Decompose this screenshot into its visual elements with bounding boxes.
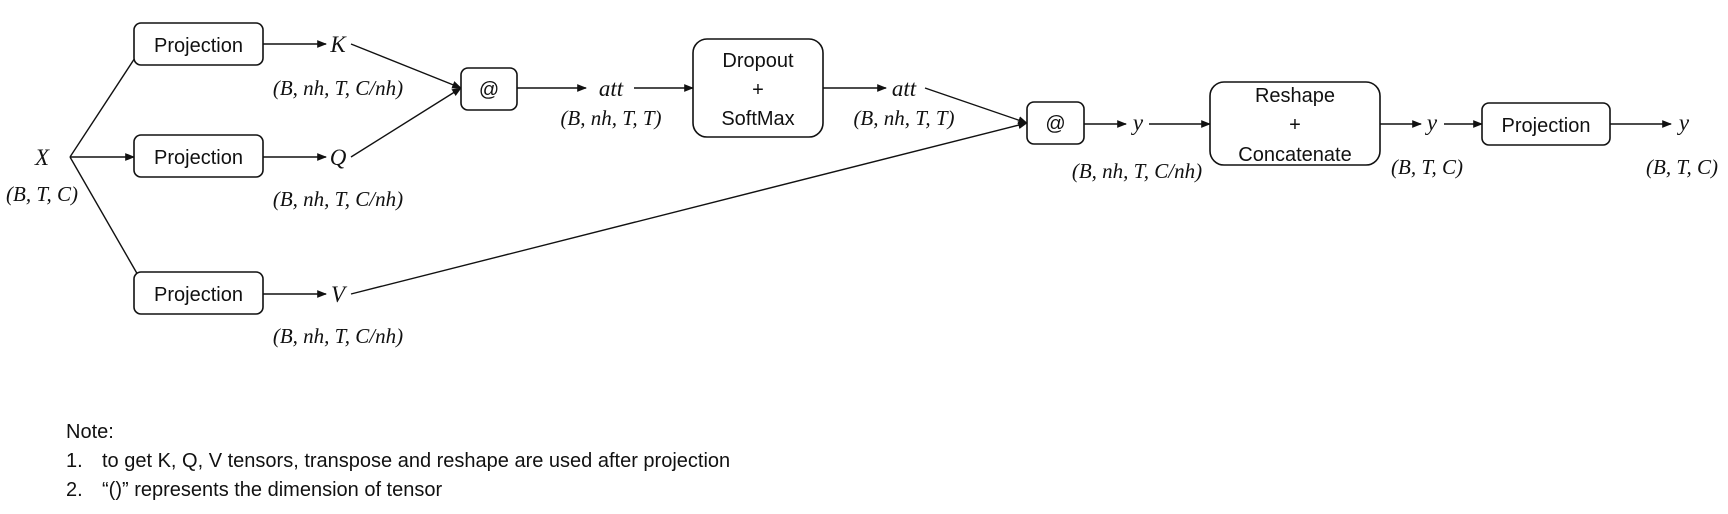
q-label: Q	[330, 145, 347, 170]
projection-box-q: Projection	[133, 134, 264, 178]
k-dims: (B, nh, T, C/nh)	[273, 76, 403, 100]
projection-box-v: Projection	[133, 271, 264, 315]
att-dims: (B, nh, T, T)	[560, 106, 661, 130]
v-dims: (B, nh, T, C/nh)	[273, 324, 403, 348]
projection-v-label: Projection	[154, 284, 243, 306]
y1-dims: (B, nh, T, C/nh)	[1072, 159, 1202, 183]
y1-label: y	[1131, 110, 1144, 135]
note-item-1-text: to get K, Q, V tensors, transpose and re…	[102, 450, 731, 472]
y2-dims: (B, T, C)	[1391, 155, 1463, 179]
input-x-dims: (B, T, C)	[6, 182, 78, 206]
matmul-box-2: @	[1026, 101, 1085, 145]
projection-box-out: Projection	[1481, 102, 1611, 146]
concatenate-label: Concatenate	[1238, 144, 1351, 166]
input-x-label: X	[34, 145, 50, 170]
att-label: att	[599, 76, 624, 101]
reshape-label: Reshape	[1255, 85, 1335, 107]
note-item-1-number: 1.	[66, 450, 83, 472]
y3-dims: (B, T, C)	[1646, 155, 1718, 179]
note-item-2-number: 2.	[66, 479, 83, 501]
softmax-label: SoftMax	[721, 108, 794, 130]
reshape-plus-label: +	[1289, 114, 1301, 136]
notes-header: Note:	[66, 421, 114, 443]
reshape-concatenate-box: Reshape + Concatenate	[1209, 81, 1381, 166]
matmul-box-1: @	[460, 67, 518, 111]
dropout-plus-label: +	[752, 79, 764, 101]
note-item-2-text: “()” represents the dimension of tensor	[102, 479, 443, 501]
projection-k-label: Projection	[154, 35, 243, 57]
y3-label: y	[1677, 110, 1690, 135]
v-label: V	[331, 282, 348, 307]
projection-out-label: Projection	[1502, 115, 1591, 137]
y2-label: y	[1425, 110, 1438, 135]
note-item-1: 1. to get K, Q, V tensors, transpose and …	[66, 450, 730, 473]
projection-box-k: Projection	[133, 22, 264, 66]
att2-label: att	[892, 76, 917, 101]
matmul-1-label: @	[479, 79, 499, 101]
arrow-q-to-matmul1	[350, 87, 462, 158]
arrow-k-to-matmul1	[350, 43, 462, 89]
arrow-v-to-matmul2	[350, 121, 1028, 295]
q-dims: (B, nh, T, C/nh)	[273, 187, 403, 211]
k-label: K	[329, 32, 347, 57]
projection-q-label: Projection	[154, 147, 243, 169]
dropout-label: Dropout	[722, 50, 794, 72]
att2-dims: (B, nh, T, T)	[853, 106, 954, 130]
matmul-2-label: @	[1045, 113, 1065, 135]
arrow-att2-to-matmul2	[924, 87, 1028, 124]
dropout-softmax-box: Dropout + SoftMax	[692, 38, 824, 138]
note-item-2: 2. “()” represents the dimension of tenso…	[66, 479, 442, 502]
